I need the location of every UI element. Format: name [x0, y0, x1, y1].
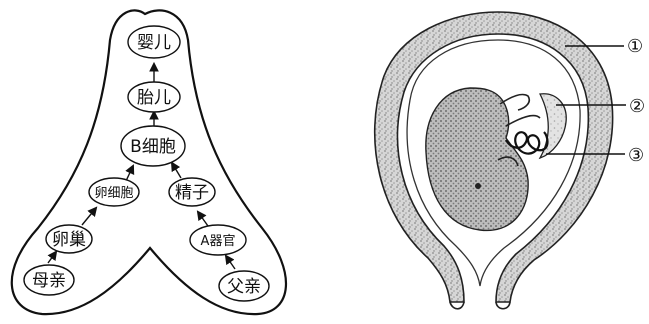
node-fetus-label: 胎儿 [137, 88, 171, 108]
node-mother-label: 母亲 [32, 271, 66, 291]
node-father-label: 父亲 [227, 277, 261, 297]
node-infant: 婴儿 [128, 26, 180, 58]
label-2: ② [629, 96, 645, 117]
node-infant-label: 婴儿 [137, 33, 171, 53]
node-ovary-label: 卵巢 [52, 230, 86, 250]
node-father: 父亲 [219, 271, 269, 301]
reproduction-flowchart: 婴儿 胎儿 B细胞 卵细胞 精子 卵巢 A器官 母亲 [12, 10, 286, 314]
cervix [450, 302, 510, 309]
node-sperm-label: 精子 [175, 183, 209, 203]
node-egg-cell: 卵细胞 [89, 178, 139, 206]
node-ovary: 卵巢 [46, 225, 92, 253]
node-a-organ-label: A器官 [201, 233, 236, 249]
label-1: ① [627, 36, 643, 57]
fetus-eye [475, 183, 481, 189]
node-a-organ: A器官 [190, 225, 246, 255]
node-sperm: 精子 [169, 178, 215, 206]
node-fetus: 胎儿 [128, 82, 180, 112]
node-b-cell-label: B细胞 [130, 137, 176, 157]
node-mother: 母亲 [24, 265, 74, 295]
uterus-fetus-illustration: ① ② ③ [375, 12, 645, 309]
node-b-cell: B细胞 [121, 126, 185, 166]
label-3: ③ [628, 145, 644, 166]
node-egg-cell-label: 卵细胞 [94, 186, 133, 201]
